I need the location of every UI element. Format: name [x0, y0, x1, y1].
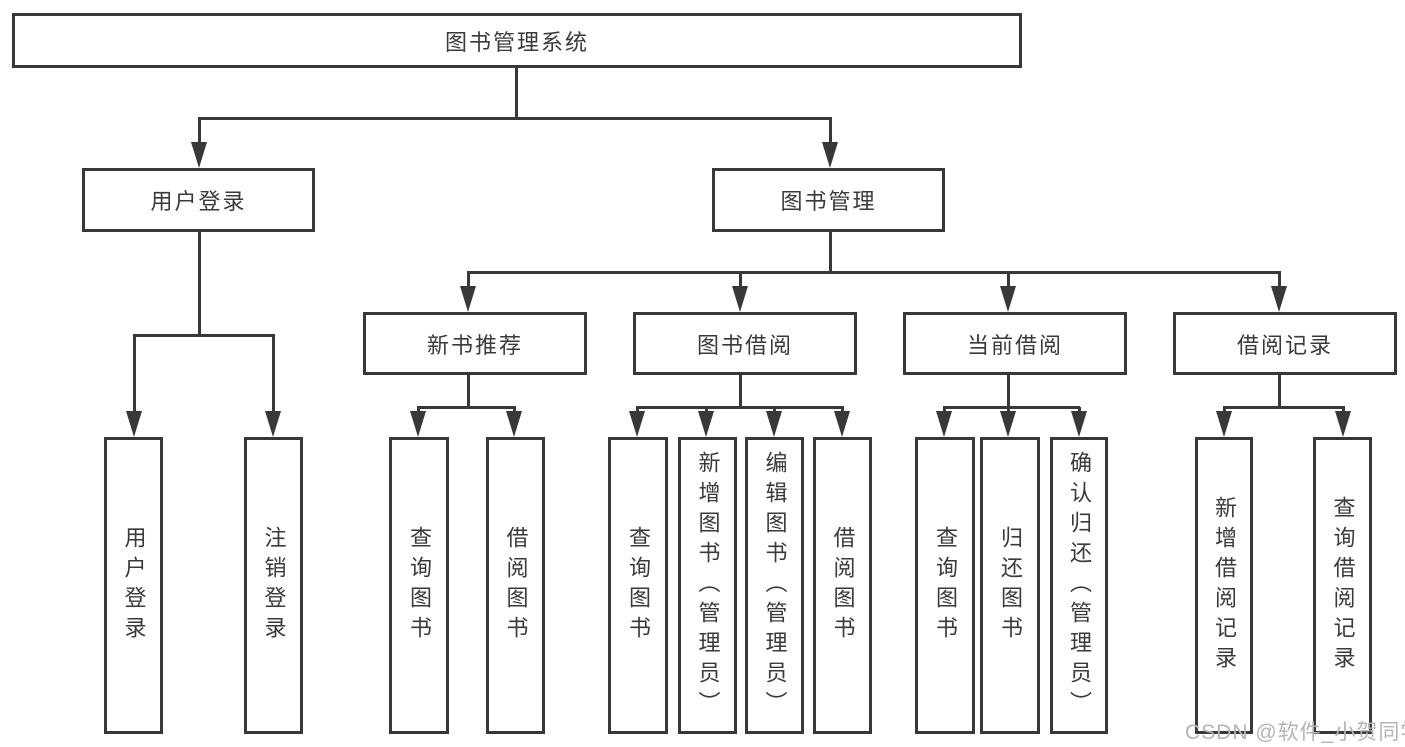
node-book-borrow: 图书借阅 — [633, 312, 857, 375]
leaf-return-books-label: 归还图书 — [998, 525, 1023, 646]
connector-line — [943, 406, 1080, 409]
connector-line — [133, 334, 275, 337]
leaf-add-books-admin-label: 新增图书（管理员） — [695, 450, 721, 721]
arrowhead-down-icon — [1216, 411, 1232, 437]
node-user-login-branch: 用户登录 — [82, 168, 315, 232]
connector-line — [773, 407, 776, 413]
connector-line — [417, 407, 420, 413]
connector-line — [943, 407, 946, 413]
arrowhead-down-icon — [460, 286, 476, 312]
node-root-label: 图书管理系统 — [444, 29, 589, 55]
connector-line — [636, 407, 639, 413]
arrowhead-down-icon — [1000, 411, 1016, 437]
leaf-user-login: 用户登录 — [104, 437, 163, 734]
arrowhead-down-icon — [506, 411, 522, 437]
connector-line — [133, 335, 136, 413]
leaf-query-books-3-label: 查询图书 — [933, 525, 958, 646]
connector-line — [1342, 407, 1345, 413]
arrowhead-down-icon — [698, 411, 714, 437]
node-root-system: 图书管理系统 — [12, 13, 1022, 68]
connector-line — [1278, 375, 1281, 409]
leaf-query-books-2: 查询图书 — [608, 437, 668, 734]
connector-line — [1007, 375, 1010, 409]
arrowhead-down-icon — [126, 411, 142, 437]
connector-line — [829, 118, 832, 144]
csdn-watermark: CSDN @软件_小贺同学 — [1185, 721, 1405, 744]
connector-line — [198, 232, 201, 337]
connector-line — [829, 232, 832, 274]
node-new-book-recommend-label: 新书推荐 — [426, 332, 523, 358]
connector-line — [272, 335, 275, 413]
arrowhead-down-icon — [1071, 411, 1087, 437]
leaf-logout: 注销登录 — [244, 437, 303, 734]
connector-line — [739, 375, 742, 409]
arrowhead-down-icon — [1000, 286, 1016, 312]
leaf-confirm-return-admin-label: 确认归还（管理员） — [1067, 450, 1092, 721]
node-user-login-branch-label: 用户登录 — [150, 189, 247, 214]
connector-line — [467, 272, 470, 288]
leaf-add-books-admin: 新增图书（管理员） — [678, 437, 737, 734]
node-book-management-branch-label: 图书管理 — [780, 189, 877, 214]
connector-line — [705, 407, 708, 413]
connector-line — [739, 272, 742, 288]
connector-line — [841, 407, 844, 413]
leaf-edit-books-admin-label: 编辑图书（管理员） — [762, 450, 788, 721]
connector-line — [1007, 272, 1010, 288]
connector-line — [1278, 272, 1281, 288]
leaf-borrow-books-2-label: 借阅图书 — [830, 525, 856, 646]
leaf-query-books-1: 查询图书 — [389, 437, 449, 734]
connector-line — [198, 117, 832, 120]
connector-line — [1223, 407, 1226, 413]
leaf-query-books-3: 查询图书 — [915, 437, 975, 734]
connector-line — [417, 406, 516, 409]
connector-line — [515, 68, 518, 120]
connector-line — [467, 375, 470, 409]
arrowhead-down-icon — [629, 411, 645, 437]
leaf-query-borrow-record-label: 查询借阅记录 — [1330, 495, 1356, 676]
leaf-logout-label: 注销登录 — [261, 525, 287, 646]
leaf-return-books: 归还图书 — [980, 437, 1040, 734]
leaf-user-login-label: 用户登录 — [121, 525, 147, 646]
arrowhead-down-icon — [822, 142, 838, 168]
connector-line — [636, 406, 844, 409]
node-current-borrow: 当前借阅 — [903, 312, 1127, 375]
connector-line — [1078, 407, 1081, 413]
arrowhead-down-icon — [410, 411, 426, 437]
node-borrow-records-label: 借阅记录 — [1236, 332, 1333, 358]
arrowhead-down-icon — [732, 286, 748, 312]
arrowhead-down-icon — [936, 411, 952, 437]
leaf-confirm-return-admin: 确认归还（管理员） — [1050, 437, 1108, 734]
node-current-borrow-label: 当前借阅 — [966, 332, 1063, 358]
connector-line — [513, 407, 516, 413]
leaf-edit-books-admin: 编辑图书（管理员） — [745, 437, 804, 734]
leaf-borrow-books-1: 借阅图书 — [486, 437, 545, 734]
leaf-query-books-2-label: 查询图书 — [626, 525, 651, 646]
leaf-add-borrow-record-label: 新增借阅记录 — [1212, 495, 1237, 676]
arrowhead-down-icon — [1271, 286, 1287, 312]
arrowhead-down-icon — [766, 411, 782, 437]
node-borrow-records: 借阅记录 — [1173, 312, 1397, 375]
arrowhead-down-icon — [191, 142, 207, 168]
arrowhead-down-icon — [1335, 411, 1351, 437]
leaf-query-books-1-label: 查询图书 — [407, 525, 432, 646]
connector-line — [467, 271, 1281, 274]
leaf-borrow-books-2: 借阅图书 — [813, 437, 872, 734]
leaf-query-borrow-record: 查询借阅记录 — [1313, 437, 1372, 734]
leaf-add-borrow-record: 新增借阅记录 — [1195, 437, 1253, 734]
leaf-borrow-books-1-label: 借阅图书 — [503, 525, 529, 646]
arrowhead-down-icon — [265, 411, 281, 437]
node-new-book-recommend: 新书推荐 — [363, 312, 587, 375]
connector-line — [1007, 407, 1010, 413]
node-book-management-branch: 图书管理 — [712, 168, 945, 232]
node-book-borrow-label: 图书借阅 — [696, 332, 793, 358]
connector-line — [1223, 406, 1345, 409]
connector-line — [198, 118, 201, 144]
arrowhead-down-icon — [834, 411, 850, 437]
